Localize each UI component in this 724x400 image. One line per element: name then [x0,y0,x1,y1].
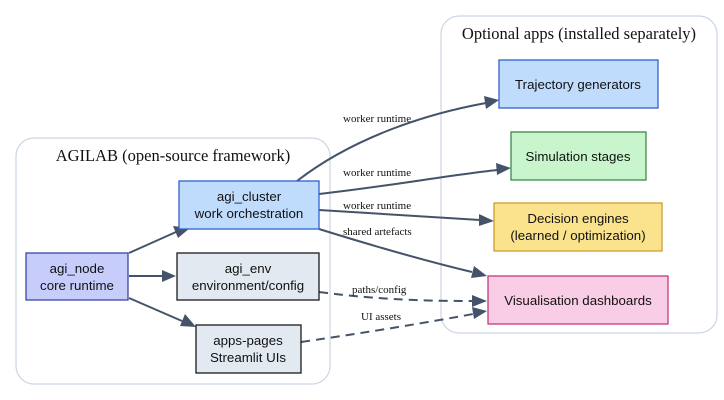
edge-line [318,228,473,273]
arrowhead-icon [180,314,196,327]
edge-pages-visualisation: UI assets [300,307,487,343]
arrowhead-icon [472,307,487,319]
node-visualisation[interactable]: Visualisation dashboards [487,275,669,325]
node-box [487,275,669,325]
edge-line [128,297,183,322]
node-box [493,202,663,252]
cluster-framework-title: AGILAB (open-source framework) [56,146,291,165]
node-agi-env[interactable]: agi_env environment/config [176,252,320,301]
edge-line [318,209,481,221]
node-title: apps-pages [213,333,283,348]
edge-line [128,231,177,254]
node-title: agi_node [50,261,105,276]
cluster-apps-box [440,15,718,334]
edge-cluster-visualisation: shared artefacts [318,226,487,278]
cluster-framework: AGILAB (open-source framework) [15,137,331,385]
node-simulation[interactable]: Simulation stages [510,131,647,181]
node-trajectory[interactable]: Trajectory generators [498,59,659,109]
arrowhead-icon [479,214,494,226]
edge-env-visualisation: paths/config [318,284,487,307]
node-box [510,131,647,181]
edge-line [318,169,498,195]
arrowhead-icon [472,295,487,307]
node-title: Simulation stages [526,149,631,164]
node-title: Decision engines [527,211,629,226]
edge-cluster-decision: worker runtime [318,200,494,226]
arrowhead-icon [471,266,487,278]
arrowhead-icon [162,270,176,282]
edge-cluster-simulation: worker runtime [318,163,511,195]
node-agi-cluster[interactable]: agi_cluster work orchestration [178,180,320,230]
node-subtitle: Streamlit UIs [210,350,286,365]
node-box [178,180,320,230]
edge-line [296,102,487,182]
node-subtitle: (learned / optimization) [510,228,645,243]
node-subtitle: core runtime [40,278,114,293]
node-box [176,252,320,301]
node-box [498,59,659,109]
node-title: agi_cluster [217,189,282,204]
edge-label-pages: UI assets [361,311,401,323]
arrowhead-icon [484,96,499,109]
edge-line [300,313,474,343]
edge-label-decision: worker runtime [343,200,411,212]
node-subtitle: work orchestration [194,206,304,221]
arrowhead-icon [496,163,511,175]
cluster-apps: Optional apps (installed separately) [440,15,718,334]
node-title: agi_env [225,261,272,276]
edge-node-cluster [128,226,190,254]
edge-node-env [129,270,176,282]
edge-line [318,291,474,302]
node-agi-node[interactable]: agi_node core runtime [25,252,129,301]
node-subtitle: environment/config [192,278,304,293]
node-decision[interactable]: Decision engines (learned / optimization… [493,202,663,252]
edge-node-pages [128,297,196,327]
edge-label-env: paths/config [352,284,407,296]
node-apps-pages[interactable]: apps-pages Streamlit UIs [195,324,302,374]
node-title: Visualisation dashboards [504,293,652,308]
edge-label-simulation: worker runtime [343,167,411,179]
edge-label-visualisation: shared artefacts [343,226,412,238]
edge-cluster-trajectory: worker runtime [296,96,499,182]
cluster-apps-title: Optional apps (installed separately) [462,24,696,43]
cluster-framework-box [15,137,331,385]
node-box [25,252,129,301]
node-title: Trajectory generators [515,77,641,92]
edge-label-trajectory: worker runtime [343,113,411,125]
node-box [195,324,302,374]
